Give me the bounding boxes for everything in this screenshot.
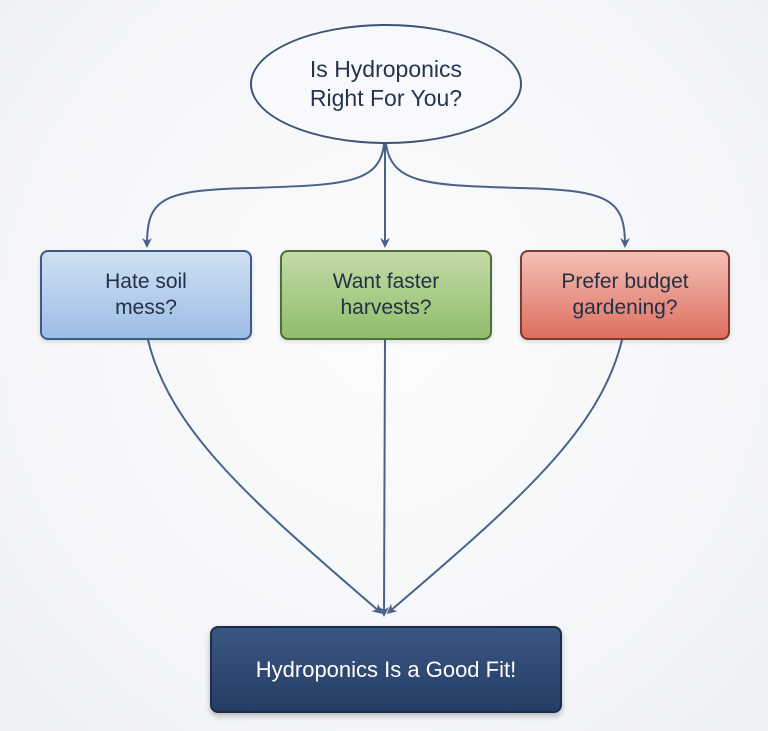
question-node-soil-label: Hate soil mess? xyxy=(105,270,187,319)
edge-start-to-question-1 xyxy=(142,143,385,248)
edge-question-2-to-result xyxy=(379,339,390,617)
question-node-soil: Hate soil mess? xyxy=(40,250,252,340)
edge-question-3-to-result xyxy=(386,339,623,614)
result-node-label: Hydroponics Is a Good Fit! xyxy=(255,656,517,682)
question-node-harvests: Want faster harvests? xyxy=(280,250,492,340)
question-node-budget-label: Prefer budget gardening? xyxy=(561,270,689,319)
edge-question-1-to-result xyxy=(147,339,383,614)
start-node: Is Hydroponics Right For You? xyxy=(250,24,522,144)
question-node-harvests-label: Want faster harvests? xyxy=(332,270,440,319)
edge-start-to-question-3 xyxy=(385,143,630,248)
start-node-label: Is Hydroponics Right For You? xyxy=(309,56,463,111)
question-node-budget: Prefer budget gardening? xyxy=(520,250,730,340)
result-node: Hydroponics Is a Good Fit! xyxy=(210,626,562,713)
